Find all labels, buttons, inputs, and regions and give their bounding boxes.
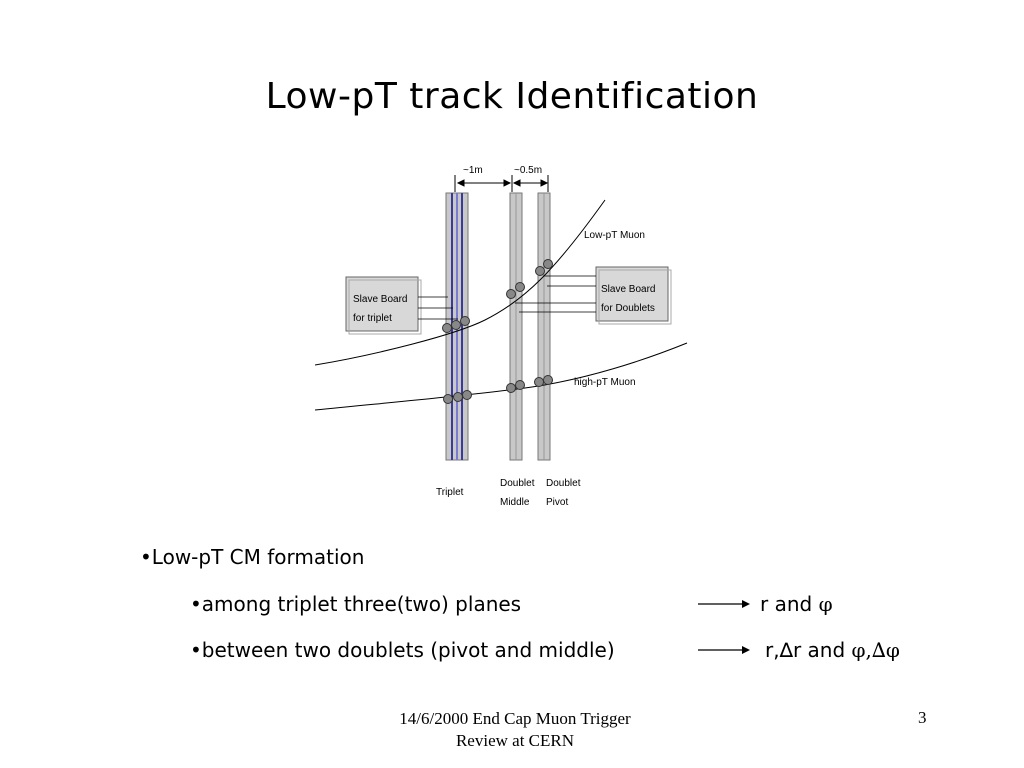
slave-triplet-label-2: for triplet [353, 313, 392, 324]
hit-pivot-low-2 [543, 259, 553, 269]
footer-line-1: 14/6/2000 End Cap Muon Trigger [399, 709, 631, 728]
hit-triplet-high-2 [453, 392, 463, 402]
hit-pivot-high-1 [534, 377, 544, 387]
detector-diagram-svg: ~1m ~0.5m Slave Board for triplet Slave … [315, 165, 688, 508]
hit-middle-low-2 [515, 282, 525, 292]
bullet-low-pt-cm: •Low-pT CM formation [140, 545, 365, 569]
hit-triplet-high-1 [443, 394, 453, 404]
page-number: 3 [918, 708, 927, 727]
slave-board-doublets [595, 266, 669, 322]
footer-line-2: Review at CERN [455, 731, 575, 750]
result-triplet-text: r and [760, 592, 819, 616]
middle-label-1: Doublet [500, 478, 535, 489]
bullet-triplet-planes: •among triplet three(two) planes [190, 592, 522, 616]
slide-title: Low-pT track Identification [265, 76, 759, 117]
hit-triplet-low-1 [442, 323, 452, 333]
result-triplet: r and φ [760, 592, 833, 616]
high-pt-muon-label: high-pT Muon [574, 377, 636, 388]
bullet-doublets: •between two doublets (pivot and middle) [190, 638, 615, 662]
hit-triplet-low-2 [451, 320, 461, 330]
result-doublets: r,∆r and φ,∆φ [765, 638, 900, 662]
low-pt-muon-track [315, 199, 606, 366]
result-dr: ∆r and [779, 638, 852, 662]
result-r: r, [765, 638, 780, 662]
middle-label-2: Middle [500, 497, 530, 508]
hit-middle-high-1 [506, 383, 516, 393]
arrow-right-icon [698, 600, 750, 608]
hit-middle-high-2 [515, 380, 525, 390]
pivot-label-1: Doublet [546, 478, 581, 489]
high-pt-muon-track [315, 342, 688, 411]
hit-middle-low-1 [506, 289, 516, 299]
hit-triplet-low-3 [460, 316, 470, 326]
slave-doublet-label-1: Slave Board [601, 284, 655, 295]
hit-pivot-low-1 [535, 266, 545, 276]
hit-pivot-high-2 [543, 375, 553, 385]
slave-triplet-label-1: Slave Board [353, 294, 407, 305]
detector-diagram: ~1m ~0.5m Slave Board for triplet Slave … [315, 160, 710, 535]
phi-symbol: φ [818, 592, 833, 616]
slide-footer: 14/6/2000 End Cap Muon Trigger Review at… [360, 708, 670, 752]
arrow-right-icon [698, 646, 750, 654]
dim-label-05m: ~0.5m [514, 165, 542, 176]
dim-label-1m: ~1m [463, 165, 483, 176]
triplet-label: Triplet [436, 487, 464, 498]
hit-triplet-high-3 [462, 390, 472, 400]
slave-doublet-label-2: for Doublets [601, 303, 655, 314]
low-pt-muon-label: Low-pT Muon [584, 230, 645, 241]
result-phi: φ,∆φ [851, 638, 900, 662]
slave-board-triplet [345, 276, 419, 332]
pivot-label-2: Pivot [546, 497, 568, 508]
